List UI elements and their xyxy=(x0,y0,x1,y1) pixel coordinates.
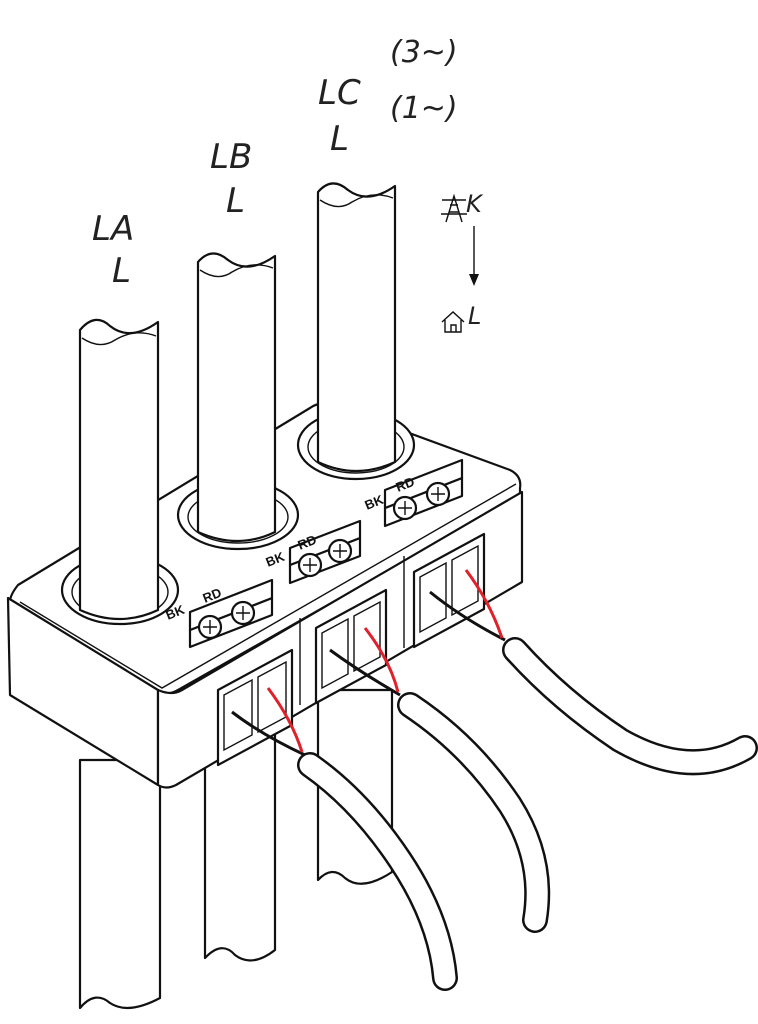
label-lc: LC xyxy=(318,73,361,113)
label-source: K xyxy=(466,190,484,218)
terminal-c-bk-label: BK xyxy=(363,492,387,513)
arrow-down-icon xyxy=(469,226,479,286)
label-lb: LB xyxy=(210,137,252,177)
lead-wires-c xyxy=(429,569,506,642)
lead-wires-b xyxy=(329,627,401,697)
label-la-l: L xyxy=(112,251,131,291)
terminal-b-rd-label: RD xyxy=(296,532,319,553)
connector-socket-b xyxy=(314,588,388,705)
terminal-b-bk-label: BK xyxy=(264,549,288,570)
cable-b xyxy=(397,692,551,933)
label-lb-l: L xyxy=(226,181,245,221)
conductor-b xyxy=(196,252,277,543)
conductor-c xyxy=(316,182,397,473)
terminal-a-bk-label: BK xyxy=(164,602,188,623)
lead-wires-a xyxy=(231,687,306,757)
house-icon xyxy=(441,311,465,333)
conductor-a xyxy=(78,318,160,621)
cable-a xyxy=(297,752,458,991)
terminal-c-rd-label: RD xyxy=(394,474,417,495)
connector-socket-c xyxy=(412,532,486,649)
terminal-a-rd-label: RD xyxy=(201,585,224,606)
cable-c xyxy=(502,637,758,776)
label-la: LA xyxy=(92,209,134,249)
conductor-lower-a xyxy=(78,758,162,1010)
label-three-phase: (3~) xyxy=(390,35,458,70)
label-load: L xyxy=(468,302,481,330)
terminal-block-b: BK RD xyxy=(264,519,362,585)
label-single-phase: (1~) xyxy=(390,91,458,126)
label-lc-l: L xyxy=(330,119,349,159)
conductor-lower-b xyxy=(203,728,277,962)
power-tower-icon xyxy=(441,193,467,223)
terminal-block-a: BK RD xyxy=(164,578,274,649)
terminal-block-c: BK RD xyxy=(363,458,464,528)
